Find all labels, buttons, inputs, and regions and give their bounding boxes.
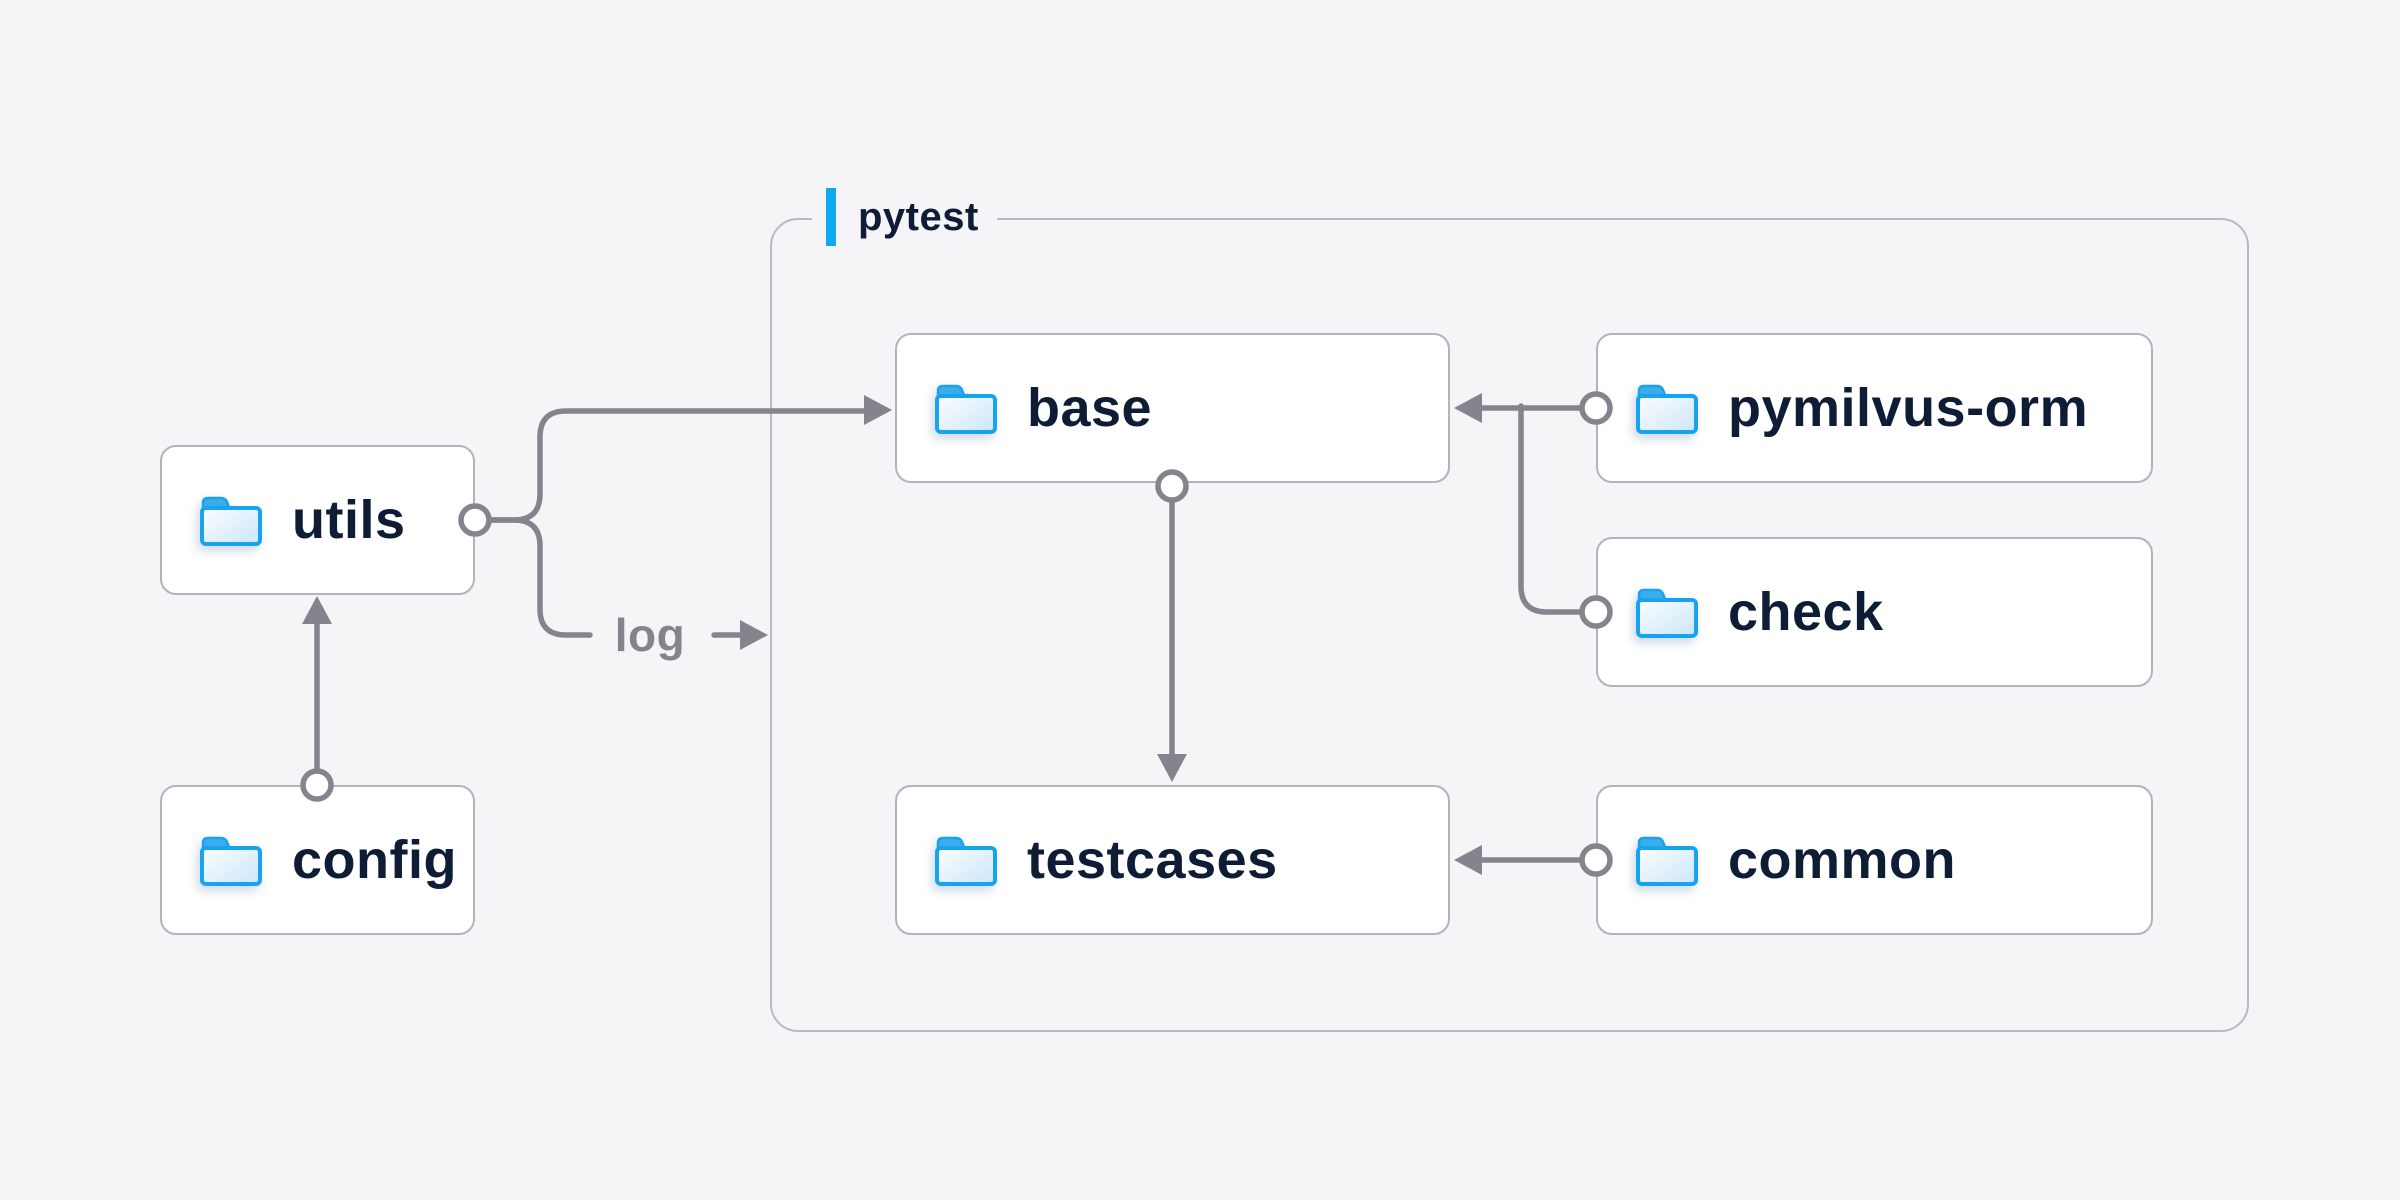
- node-label: utils: [292, 490, 406, 550]
- pytest-group-label: pytest: [812, 184, 997, 250]
- node-label: config: [292, 830, 457, 890]
- pytest-group-container: [770, 218, 2249, 1032]
- node-label: common: [1728, 830, 1957, 890]
- arrowhead-right-group: [740, 620, 768, 650]
- folder-icon: [935, 836, 997, 886]
- node-base: base: [895, 333, 1450, 483]
- node-label: testcases: [1027, 830, 1278, 890]
- folder-icon: [1636, 836, 1698, 886]
- node-check: check: [1596, 537, 2153, 687]
- folder-icon: [200, 836, 262, 886]
- node-config: config: [160, 785, 475, 935]
- accent-bar: [826, 188, 836, 246]
- edge-label-log: log: [614, 609, 686, 661]
- folder-icon: [1636, 384, 1698, 434]
- folder-icon: [1636, 588, 1698, 638]
- arrowhead-up-utils: [302, 596, 332, 624]
- pytest-group-title: pytest: [858, 194, 979, 239]
- folder-icon: [200, 496, 262, 546]
- node-utils: utils: [160, 445, 475, 595]
- node-testcases: testcases: [895, 785, 1450, 935]
- folder-icon: [935, 384, 997, 434]
- node-label: check: [1728, 582, 1884, 642]
- node-common: common: [1596, 785, 2153, 935]
- edge-utils-to-log: [487, 517, 593, 638]
- node-label: pymilvus-orm: [1728, 378, 2089, 438]
- node-pymilvus-orm: pymilvus-orm: [1596, 333, 2153, 483]
- node-label: base: [1027, 378, 1153, 438]
